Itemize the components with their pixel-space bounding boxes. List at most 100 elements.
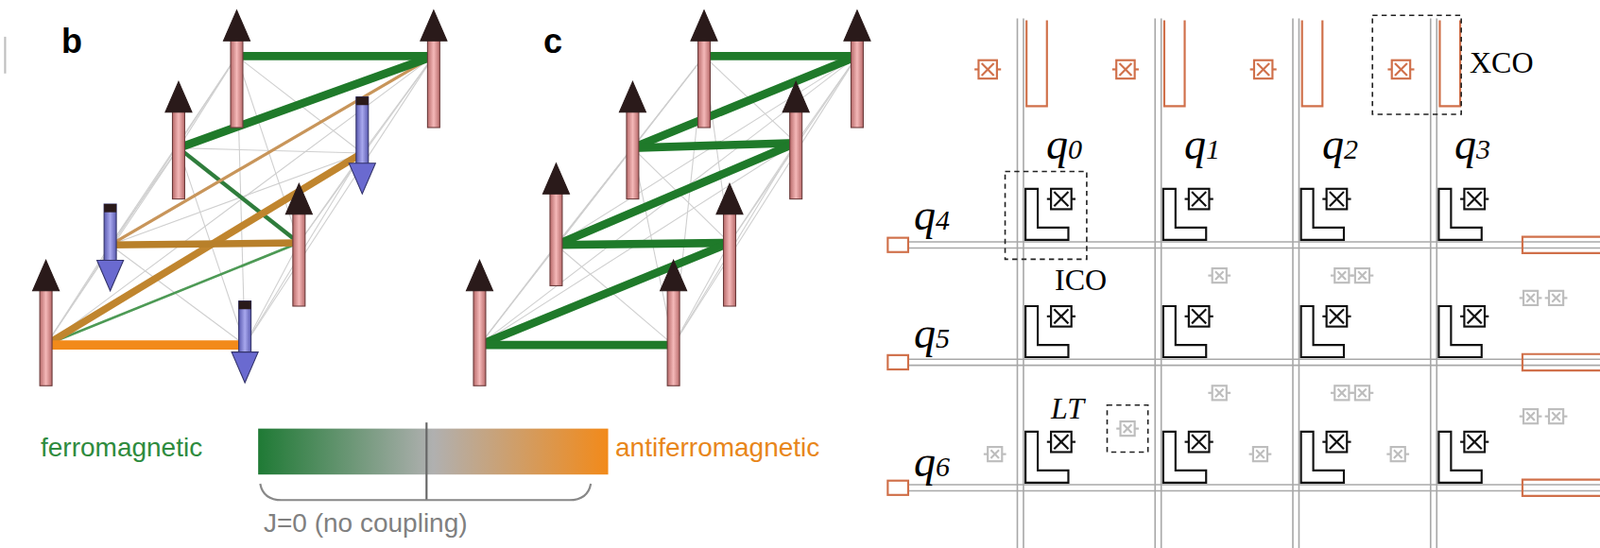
coupler-symbol	[1215, 389, 1224, 398]
coupler-symbol	[990, 449, 999, 459]
spin-down-shaft	[239, 301, 252, 357]
qubit-junction	[1467, 434, 1482, 449]
spin-up-shaft	[790, 107, 803, 199]
zero-coupling-line	[244, 242, 299, 345]
row-line	[887, 358, 1600, 361]
dashed-callout-box	[1372, 15, 1462, 115]
qubit-junction	[1326, 189, 1348, 210]
spin-up-head	[843, 10, 871, 41]
ferromagnetic-coupling	[46, 242, 300, 345]
qubit-junction	[1185, 315, 1189, 318]
xco-junction	[1410, 68, 1414, 70]
zero-coupling-line	[555, 142, 796, 245]
coupler-symbol	[1563, 296, 1567, 299]
legend-text: antiferromagnetic	[615, 434, 820, 462]
qubit-junction	[1191, 434, 1206, 449]
coupler-symbol	[1255, 449, 1265, 459]
qubit-junction	[1053, 191, 1068, 207]
column-line	[1291, 17, 1294, 548]
qubit-junction	[1467, 309, 1482, 324]
qubit-junction	[1047, 441, 1051, 444]
qubit-junction	[1467, 434, 1482, 449]
xco-junction	[1254, 60, 1273, 79]
spin-up-head	[165, 81, 192, 112]
coupler-symbol	[1338, 271, 1347, 280]
coupler-symbol	[1334, 385, 1349, 400]
ferromagnetic-coupling	[178, 55, 434, 148]
qubit-junction	[1484, 441, 1489, 444]
dashed-callout-box	[1005, 171, 1087, 259]
dashed-callout-box	[1106, 405, 1148, 453]
spin-down-head	[97, 259, 124, 291]
zero-coupling-line	[704, 55, 858, 57]
coupler-symbol	[1519, 296, 1524, 299]
coupler-symbol	[1338, 389, 1347, 398]
qubit-junction	[1053, 309, 1068, 324]
xco-junction	[1116, 60, 1135, 79]
scale-note: J=0 (no coupling)	[263, 510, 468, 537]
qubit-junction	[1071, 198, 1076, 201]
coupler-symbol	[1215, 271, 1224, 280]
ferromagnetic-coupling	[479, 242, 730, 345]
coupler-symbol	[1226, 392, 1231, 395]
qubit-junction	[1191, 191, 1206, 207]
qubit-junction	[1484, 198, 1489, 201]
spin-up-shaft	[39, 287, 52, 387]
spin-up-head	[420, 10, 448, 41]
coupler-symbol	[1207, 275, 1212, 277]
coupler-symbol	[1551, 293, 1561, 303]
coupler-symbol	[1123, 424, 1133, 433]
coupler-symbol	[1369, 275, 1374, 277]
spin-up-head	[690, 10, 718, 41]
zero-coupling-line	[178, 55, 434, 148]
zero-coupling-line	[479, 242, 730, 345]
coupler-symbol	[1338, 389, 1347, 398]
coupler-symbol	[1548, 291, 1564, 306]
ferromagnetic-coupling	[632, 55, 858, 148]
xco-junction	[1387, 68, 1392, 70]
spin-up-head	[285, 183, 312, 214]
zero-coupling-line	[46, 344, 246, 346]
spin-up-head	[716, 183, 743, 214]
qubit-junction	[1208, 315, 1213, 318]
antiferromagnetic-coupling	[110, 242, 300, 245]
xco-junction	[1135, 68, 1139, 70]
spin-up-shaft	[172, 107, 185, 199]
zero-coupling-line	[110, 55, 434, 245]
xco-resonator	[1439, 20, 1461, 107]
zero-coupling-line	[46, 55, 238, 345]
coupler-symbol	[1212, 268, 1227, 283]
coupler-symbol	[1212, 385, 1227, 400]
qubit-junction	[1191, 434, 1206, 449]
coupler-symbol	[1358, 271, 1367, 280]
qubit-junction	[1191, 309, 1206, 324]
spin-down-tail	[103, 204, 117, 213]
readout-resonator	[1522, 237, 1600, 254]
qubit-junction	[1188, 306, 1210, 327]
coupler-symbol	[1255, 449, 1265, 459]
coupler-symbol	[1391, 447, 1406, 462]
coupler-symbol	[1215, 271, 1224, 280]
qubit-junction	[1346, 198, 1351, 201]
qubit-junction	[1467, 191, 1482, 207]
spin-down-tail	[239, 301, 252, 310]
coupler-symbol	[1519, 415, 1524, 418]
coupler-symbol	[1253, 447, 1268, 462]
column-line	[1298, 17, 1301, 548]
coupler-symbol	[1551, 412, 1561, 421]
qubit-junction	[1208, 198, 1213, 201]
spin-down-tail	[356, 97, 369, 106]
qubit-junction	[1329, 309, 1344, 324]
spin-up-shaft	[550, 189, 563, 287]
qubit-junction	[1460, 315, 1464, 318]
ferromagnetic-coupling	[236, 51, 433, 61]
spin-up-head	[33, 259, 60, 291]
spin-up-head	[465, 259, 493, 291]
zero-coupling-line	[632, 142, 796, 148]
spin-up-shaft	[698, 36, 711, 128]
coupler-symbol	[1334, 268, 1349, 283]
spin-up-shaft	[427, 36, 440, 128]
qubit-junction	[1463, 306, 1485, 327]
